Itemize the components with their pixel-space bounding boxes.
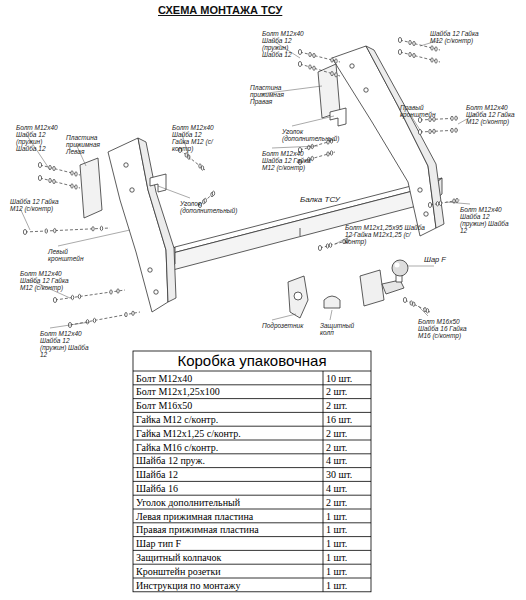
left-bracket bbox=[108, 138, 176, 312]
part-label: Защитный колп bbox=[320, 322, 364, 336]
table-cell: Шар тип F bbox=[136, 537, 181, 550]
part-label: Подрозетник bbox=[262, 322, 302, 329]
table-cell: Шайба 16 bbox=[136, 482, 178, 495]
part-label: Болт М12х40 Шайба 12 (пружин) Шайба 12 bbox=[16, 124, 60, 153]
socket-bracket bbox=[288, 276, 308, 318]
table-cell: 2 шт. bbox=[326, 385, 347, 398]
table-cell: 2 шт. bbox=[326, 427, 347, 440]
table-cell: Болт М12х1,25х100 bbox=[136, 385, 220, 398]
right-plate bbox=[318, 64, 340, 118]
bolt-set bbox=[418, 128, 460, 135]
table-cell: Гайка М12х1,25 с/контр. bbox=[136, 427, 241, 440]
table-cell: Левая прижимная пластина bbox=[136, 510, 253, 523]
part-label: Болт М12х40 Шайба 12 Гайка М12 (с/контр) bbox=[20, 270, 74, 291]
table-heading: Коробка упаковочная bbox=[133, 352, 371, 369]
table-cell: 4 шт. bbox=[326, 482, 347, 495]
table-cell: Гайка М16 с/контр. bbox=[136, 441, 218, 454]
left-plate bbox=[80, 158, 102, 218]
part-label: Болт М12х40 Шайба 12 Гайка М12 (с/контр) bbox=[466, 104, 516, 125]
part-label: Уголок (дополнительный) bbox=[180, 200, 224, 214]
leader-line bbox=[50, 322, 90, 328]
part-label: Шар F bbox=[424, 256, 448, 264]
table-cell: 1 шт. bbox=[326, 523, 347, 536]
table-cell: Уголок дополнительный bbox=[136, 496, 240, 509]
part-label: Болт М12х40 Шайба 12 (пружин) Шайба 12 bbox=[460, 206, 512, 235]
bolt-set bbox=[53, 289, 125, 303]
leader-line bbox=[272, 314, 296, 320]
table-cell: 1 шт. bbox=[326, 537, 347, 550]
table-cell: Инструкция по монтажу bbox=[136, 579, 240, 592]
table-cell: Защитный колпачок bbox=[136, 551, 221, 564]
part-label: Шайба 12 Гайка М12 (с/контр) bbox=[430, 30, 482, 44]
table-cell: 2 шт. bbox=[326, 441, 347, 454]
leader-line bbox=[418, 306, 428, 316]
bolt-set bbox=[68, 311, 140, 328]
part-label: Болт М16х50 Шайба 16 Гайка М16 (с/контр) bbox=[418, 318, 480, 339]
table-cell: Шайба 12 пруж. bbox=[136, 454, 205, 467]
bolt-set bbox=[398, 49, 440, 63]
leader-line bbox=[272, 146, 318, 148]
leader-line bbox=[446, 202, 470, 204]
part-label: Болт М12х40 Шайба 12 Гайка М12 (с/контр) bbox=[172, 124, 220, 153]
part-label: Болт М12х40 Шайба 12 (пружин) Шайба 12 bbox=[40, 330, 96, 359]
bolt-set bbox=[298, 61, 340, 77]
bolt-set bbox=[403, 297, 430, 313]
bolt-set bbox=[298, 49, 340, 63]
bolt-set bbox=[23, 226, 110, 234]
bolt-set bbox=[38, 175, 80, 189]
leader-line bbox=[158, 186, 190, 198]
table-cell: 1 шт. bbox=[326, 551, 347, 564]
table-cell: 1 шт. bbox=[326, 565, 347, 578]
angle-bracket bbox=[150, 108, 346, 192]
leader-line bbox=[408, 266, 434, 267]
part-label: Балка ТСУ bbox=[300, 196, 340, 205]
leader-line bbox=[330, 310, 332, 320]
tow-beam bbox=[165, 178, 442, 272]
table-cell: 1 шт. bbox=[326, 579, 347, 592]
part-label: Пластина прижимная Левая bbox=[66, 134, 110, 155]
table-cell: 16 шт. bbox=[326, 413, 352, 426]
table-cell: Болт М12х40 bbox=[136, 372, 192, 385]
table-cell: Болт М16х50 bbox=[136, 399, 192, 412]
leader-line bbox=[292, 116, 334, 126]
table-cell: Правая прижимная пластина bbox=[136, 523, 259, 536]
part-label: Болт М12х40 Шайба 12 Гайка М12 (с/контр) bbox=[262, 150, 312, 171]
part-label: Пластина прижимная Правая bbox=[250, 84, 296, 105]
table-cell: 2 шт. bbox=[326, 399, 347, 412]
part-label: Правый кронштейн bbox=[400, 104, 440, 118]
title: СХЕМА МОНТАЖА ТСУ bbox=[158, 4, 282, 16]
table-cell: 1 шт. bbox=[326, 510, 347, 523]
table-cell: Шайба 12 bbox=[136, 468, 178, 481]
table-grid bbox=[133, 351, 371, 592]
part-label: Левый кронштейн bbox=[48, 248, 96, 262]
table-cell: 4 шт. bbox=[326, 454, 347, 467]
tow-ball bbox=[360, 260, 408, 306]
part-label: Шайба 12 Гайка М12 (с/контр) bbox=[10, 198, 66, 212]
part-label: Болт М12х1,25х95 Шайба 12 Гайка М12х1,25… bbox=[345, 224, 427, 245]
table-cell: 10 шт. bbox=[326, 372, 352, 385]
part-label: Уголок (дополнительный) bbox=[282, 128, 326, 142]
protective-cap bbox=[324, 296, 340, 308]
table-cell: 30 шт. bbox=[326, 468, 352, 481]
right-bracket bbox=[332, 46, 444, 236]
bolt-set bbox=[38, 162, 80, 176]
leader-line bbox=[58, 230, 130, 246]
table-cell: Кронштейн розетки bbox=[136, 565, 221, 578]
part-label: Болт М12х40 Шайба 12 (пружин) Шайба 12 bbox=[262, 30, 310, 59]
table-cell: 2 шт. bbox=[326, 496, 347, 509]
table-cell: Гайка М12 с/контр. bbox=[136, 413, 218, 426]
